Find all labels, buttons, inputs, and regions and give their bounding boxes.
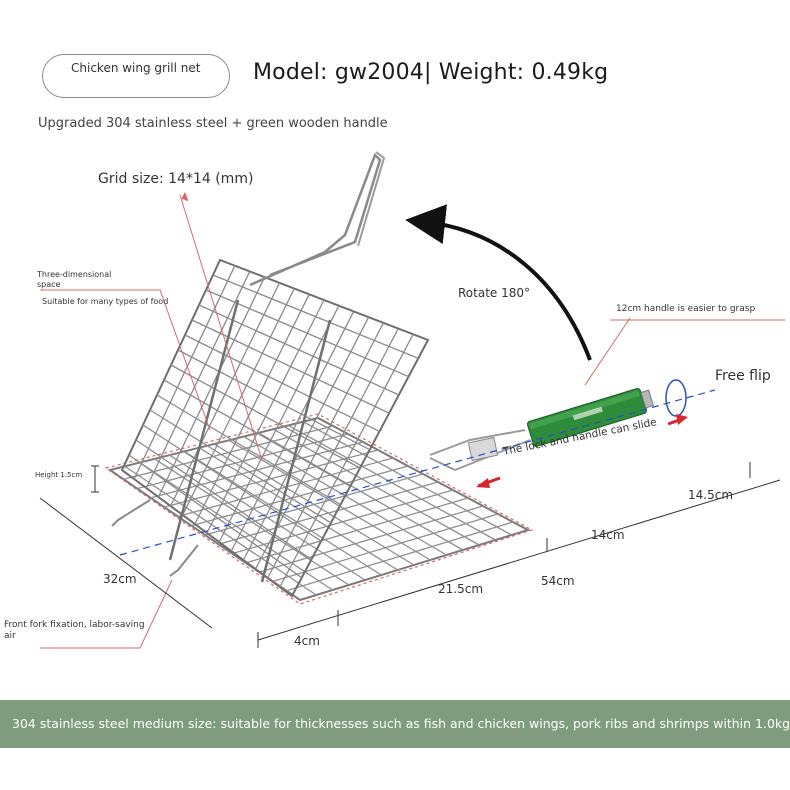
bottom-basket-frame xyxy=(107,416,531,602)
handle-grasp-line xyxy=(584,317,785,386)
product-name-badge: Chicken wing grill net xyxy=(42,54,230,98)
grid-wire xyxy=(156,394,341,506)
grid-wire xyxy=(184,334,380,433)
rotation-axis xyxy=(119,389,716,556)
top-handle-loop xyxy=(357,151,386,247)
handle-grasp-label: 12cm handle is easier to grasp xyxy=(616,304,756,314)
three-dimensional-line xyxy=(40,289,211,431)
grid-size-line xyxy=(179,194,263,461)
grid-wire xyxy=(272,513,499,583)
material-subtitle: Upgraded 304 stainless steel + green woo… xyxy=(38,116,388,131)
dim-ticks xyxy=(257,462,751,648)
front-fork-label: Front fork fixation, labor-saving air xyxy=(4,620,145,641)
dimension-lines xyxy=(39,462,781,648)
rotate-arrow xyxy=(405,204,592,361)
product-name: Chicken wing grill net xyxy=(71,61,201,75)
grid-wire xyxy=(191,319,390,414)
top-handle-wire xyxy=(249,152,382,287)
green-handle xyxy=(526,387,654,447)
dim-14-5-label: 14.5cm xyxy=(688,488,734,502)
dim-width-label: 32cm xyxy=(103,572,137,586)
footer-banner: 304 stainless steel medium size: suitabl… xyxy=(0,700,790,748)
rotate-label: Rotate 180° xyxy=(458,286,531,300)
grid-wire xyxy=(164,449,379,508)
model-weight-title: Model: gw2004| Weight: 0.49kg xyxy=(253,60,609,85)
lock-clip xyxy=(467,436,499,462)
grid-wire xyxy=(218,481,439,545)
dim-21-label: 21.5cm xyxy=(438,582,484,596)
grid-wire xyxy=(204,473,424,536)
suitable-label: Suitable for many types of food xyxy=(42,297,169,306)
footer-banner-text: 304 stainless steel medium size: suitabl… xyxy=(12,716,790,731)
grid-wire xyxy=(150,441,364,499)
grid-wire xyxy=(142,424,322,542)
height-marker xyxy=(91,465,99,493)
grid-wire xyxy=(170,364,361,469)
support-bar xyxy=(168,299,332,583)
top-grid-wires xyxy=(128,265,419,588)
dim-length xyxy=(257,479,781,641)
dim-14-label: 14cm xyxy=(591,528,625,542)
dim-depth-label: 4cm xyxy=(294,634,320,648)
height-label: Height 1.5cm xyxy=(35,471,83,479)
grid-wire xyxy=(128,454,303,579)
free-flip-arrow xyxy=(665,379,687,417)
grill-illustration xyxy=(39,151,785,649)
grid-wire xyxy=(177,349,371,451)
grid-wire xyxy=(135,439,312,560)
grid-wire xyxy=(191,465,409,527)
grid-size-label: Grid size: 14*14 (mm) xyxy=(98,171,254,187)
grid-wire xyxy=(245,497,469,564)
dim-54-label: 54cm xyxy=(541,574,575,588)
front-fork xyxy=(111,499,199,577)
top-basket-frame xyxy=(120,258,430,598)
bottom-basket-red-edge xyxy=(104,413,534,605)
grid-wire xyxy=(212,274,419,359)
grid-wire xyxy=(163,379,351,487)
three-dimensional-label: Three-dimensional space xyxy=(37,270,112,289)
grid-wire xyxy=(149,409,332,524)
slide-arrow-left-head xyxy=(476,478,490,488)
slide-arrow-right-head xyxy=(676,414,688,425)
grid-wire xyxy=(205,289,409,378)
front-fork-line xyxy=(40,579,173,649)
dim-width xyxy=(39,497,213,629)
top-basket xyxy=(120,258,430,598)
handle-rod xyxy=(429,429,531,471)
callout-lines xyxy=(40,191,785,649)
grid-wire xyxy=(286,521,514,592)
grid-wire xyxy=(259,505,484,573)
free-flip-label: Free flip xyxy=(715,368,771,384)
